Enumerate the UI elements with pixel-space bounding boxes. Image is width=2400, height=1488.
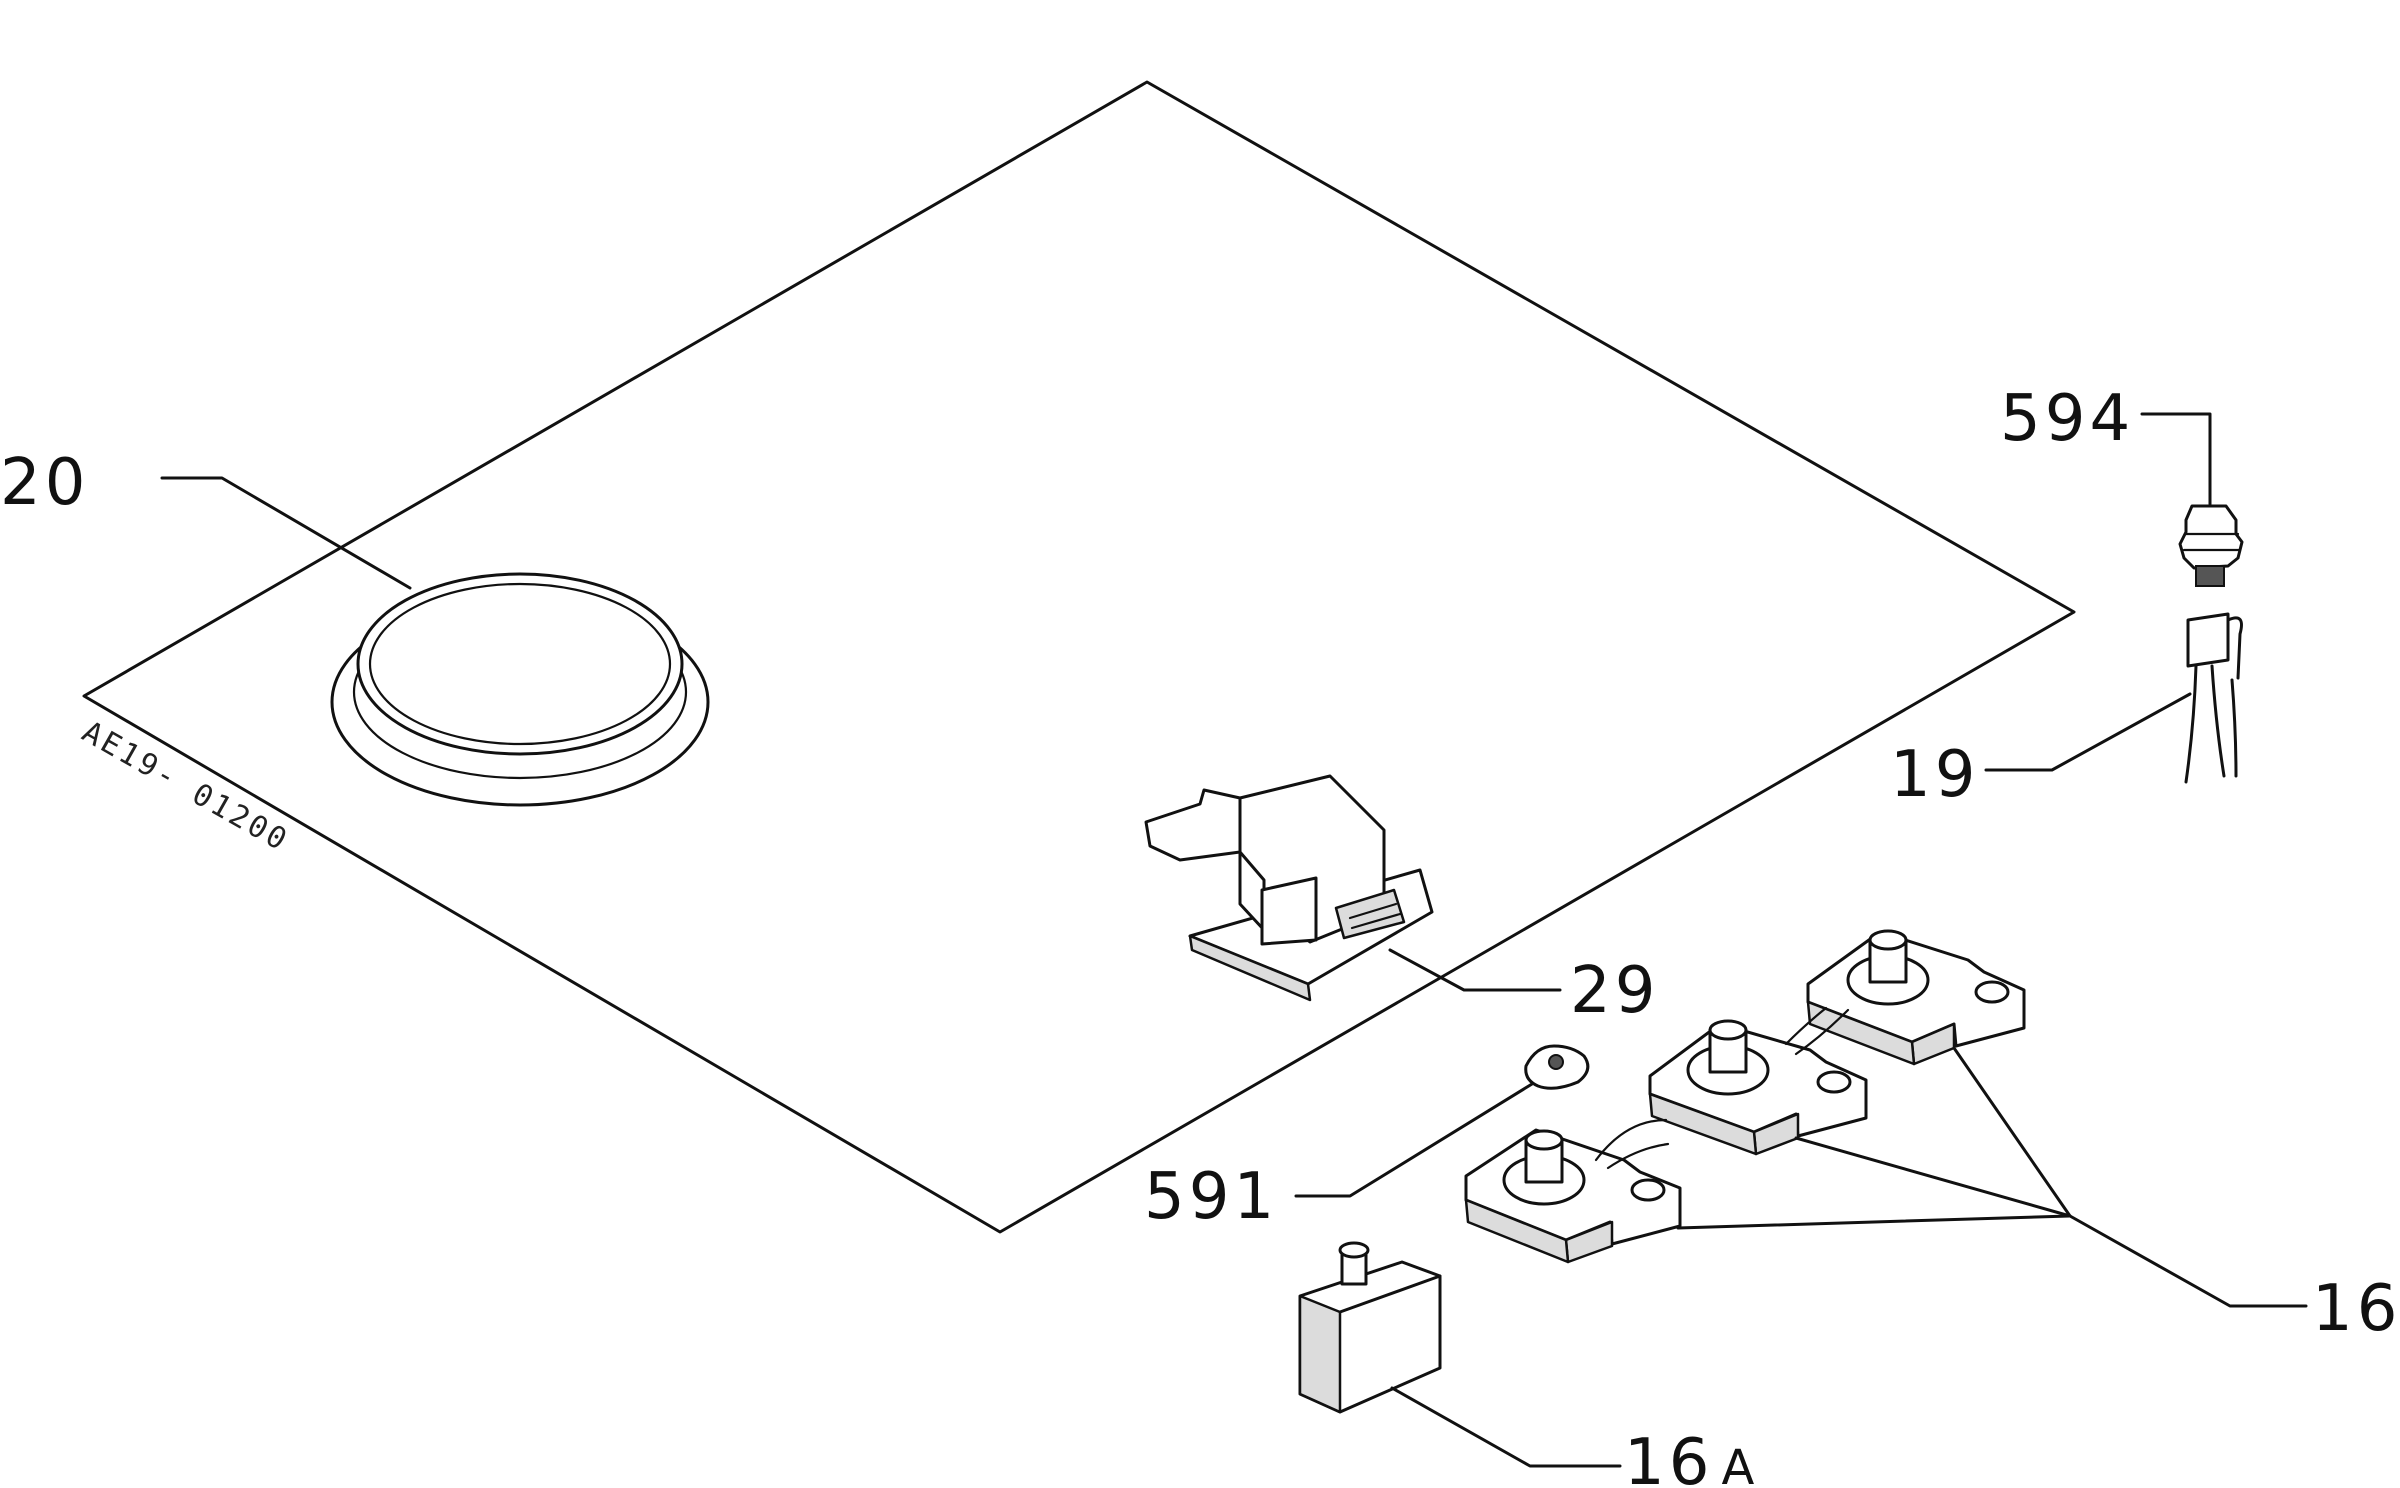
connecting-wire <box>1794 1008 1850 1056</box>
connecting-wire <box>1606 1142 1670 1170</box>
callout-20: 20 <box>0 446 89 520</box>
leader-line-16a <box>1390 1386 1622 1468</box>
callout-29: 29 <box>1570 954 1659 1028</box>
leader-line-29 <box>1388 948 1562 992</box>
regulator-block-1 <box>1464 1128 1682 1264</box>
leader-line-591 <box>1294 1082 1534 1198</box>
leader-line-16 <box>1794 1136 2072 1218</box>
drawing-code: AE19- 01200 <box>76 715 295 860</box>
callout-594: 594 <box>2000 382 2134 456</box>
callout-19: 19 <box>1890 738 1979 812</box>
cooktop-plate <box>82 80 2076 1234</box>
control-module <box>1144 774 1434 1002</box>
leader-line-20 <box>160 476 412 590</box>
connecting-wire <box>1784 1006 1828 1046</box>
hob-element <box>330 572 710 807</box>
regulator-block-3 <box>1806 929 2026 1066</box>
regulator-block-2 <box>1648 1019 1868 1156</box>
switch-16a <box>1298 1241 1442 1414</box>
callout-16a-number: 16 <box>1624 1426 1713 1488</box>
leader-line-19 <box>1984 692 2192 772</box>
leader-line-594 <box>2140 412 2212 506</box>
clip-591 <box>1524 1044 1590 1090</box>
leader-line-16 <box>1952 1046 2308 1308</box>
knob-594 <box>2178 504 2244 587</box>
leader-line-16 <box>1676 1214 2072 1230</box>
connecting-wire <box>1594 1118 1668 1162</box>
callout-16: 16 <box>2312 1272 2400 1346</box>
bracket-19 <box>2184 612 2243 784</box>
callout-591: 591 <box>1144 1160 1278 1234</box>
callout-16a-suffix: A <box>1721 1440 1758 1488</box>
